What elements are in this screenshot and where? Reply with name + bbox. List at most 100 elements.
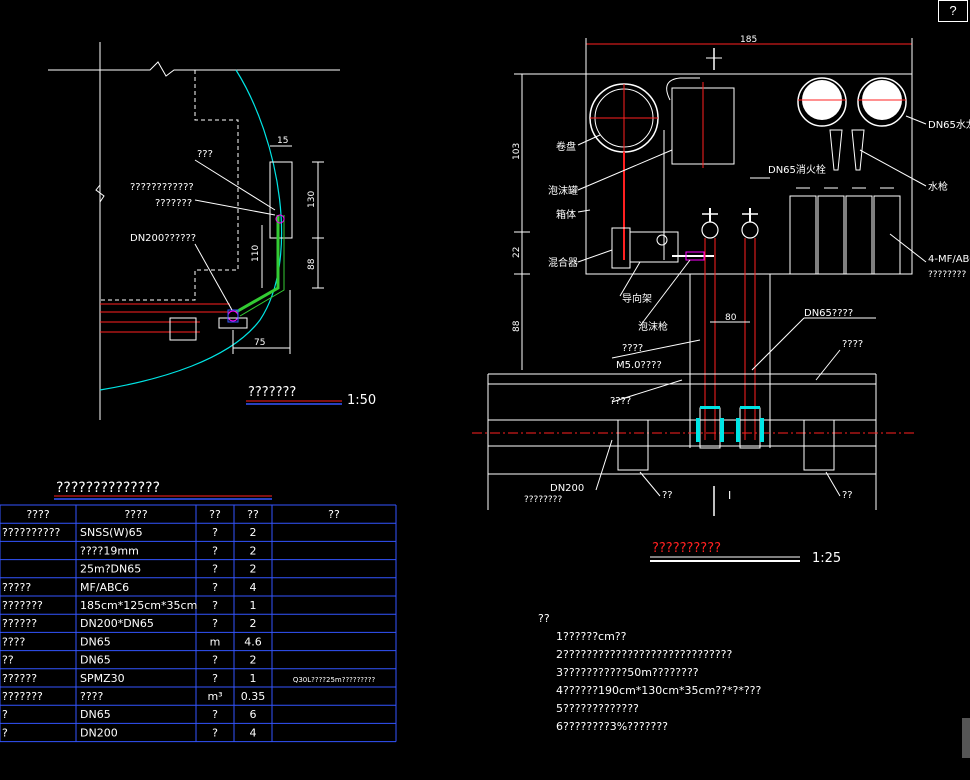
left-detail: ??? ???????????? ??????? DN200?????? 15 … [48,42,376,420]
dim-103: 103 [512,143,522,160]
label-q4b: ???? [842,339,863,350]
label-b2: ??????? [155,198,192,209]
dim-15: 15 [277,136,288,146]
dim-88-r: 88 [512,320,522,332]
label-foam-gun: 泡沫枪 [638,320,668,333]
extinguishers [789,187,901,275]
table-cell: DN65 [80,654,111,667]
table-cell: 4.6 [244,635,262,648]
dim-130: 130 [307,191,317,208]
table-header-cell: ???? [26,508,50,521]
label-cabinet: 箱体 [556,208,576,221]
leader-m50 [611,339,701,359]
pipe-flange [227,309,239,323]
note-6: 6????????3%??????? [556,720,668,733]
table-cell: ? [212,599,218,612]
corner-button[interactable]: ? [938,0,968,22]
notes: ?? 1??????cm?? 2????????????????????????… [538,612,761,733]
label-dn65-pipe: DN65???? [804,308,853,319]
table-cell: 4 [250,581,257,594]
pressure-gauge [656,234,668,246]
tee-left [699,407,721,449]
support-right [803,419,835,471]
table-cell: DN200*DN65 [80,617,154,630]
label-bracket-a: ?? [662,490,673,501]
leader-foam [577,149,673,191]
table-cell: 25m?DN65 [80,563,141,576]
table-grid [0,504,397,743]
label-guide-frame: 导向架 [622,292,652,305]
cabinet-side [269,161,293,239]
dim-185: 185 [740,35,757,45]
label-dn200: DN200 [550,483,584,494]
flange-top-l [700,406,720,409]
cyan-curve [99,69,283,391]
table-title: ?????????????? [56,480,160,496]
gun-nozzle [685,251,705,261]
table-cells: ????????????????????????SNSS(W)65?2????1… [2,508,375,739]
table-cell: 2 [250,526,257,539]
label-q4c: ???? [610,396,631,407]
leader-c [194,243,233,311]
label-m50: M5.0???? [616,360,662,371]
dim-80: 80 [725,313,737,323]
note-1: 1??????cm?? [556,630,627,643]
support-left [617,419,649,471]
scrollbar-thumb[interactable] [962,718,970,758]
note-4: 4??????190cm*130cm*35cm??*?*??? [556,684,761,697]
flange-r2 [760,418,764,442]
table-cell: ? [212,726,218,739]
note-5: 5????????????? [556,702,639,715]
extinguisher-3 [845,195,873,275]
green-pipe [235,215,280,314]
green-pipe-2 [239,215,285,317]
leader-a [194,159,276,211]
leader-q4c [611,379,683,403]
extinguisher-1 [789,195,817,275]
tee-right [739,407,761,449]
leader-hose [905,115,927,125]
leader-gun [639,259,691,327]
flange-r1 [736,418,740,442]
hydrant-left [701,221,719,239]
table-cell: 2 [250,563,257,576]
table-cell: ???? [2,635,26,648]
leader-ext [889,233,927,263]
foam-tank-hose [666,77,700,101]
leader-dn200 [595,439,613,491]
leader-mixer [577,249,613,263]
table-cell: ????? [2,581,31,594]
pipe-bracket [218,317,248,329]
label-q4: ???? [622,343,643,354]
table-cell: ? [212,563,218,576]
nozzle-2 [851,129,865,171]
table-cell: 6 [250,708,257,721]
flange-top-r [740,406,760,409]
right-detail: 185 I 103 22 88 [472,35,970,566]
hose-coil-2 [857,77,907,127]
equipment-table: ?????????????? ????????????????????????S… [0,480,397,743]
extinguisher-4 [873,195,901,275]
mixer-frame [629,231,679,263]
table-cell: ? [212,672,218,685]
label-mixer: 混合器 [548,256,578,269]
table-cell: ??????? [2,599,43,612]
table-cell: ???? [80,690,104,703]
table-cell: DN65 [80,708,111,721]
table-cell: MF/ABC6 [80,581,129,594]
label-extinguisher: 4-MF/ABC [928,254,970,265]
table-cell: ? [212,708,218,721]
hydrant-right [741,221,759,239]
table-header-cell: ?? [209,508,221,521]
leader-b [194,199,276,216]
hose-coil-1 [797,77,847,127]
ground-line [48,61,340,77]
table-cell: 2 [250,544,257,557]
table-cell: m³ [207,690,222,703]
table-cell: SNSS(W)65 [80,526,143,539]
table-cell: ?????????? [2,526,61,539]
leader-bracket-a [639,471,661,497]
table-cell: 1 [250,599,257,612]
dim-75: 75 [254,338,265,348]
table-cell: ? [212,617,218,630]
